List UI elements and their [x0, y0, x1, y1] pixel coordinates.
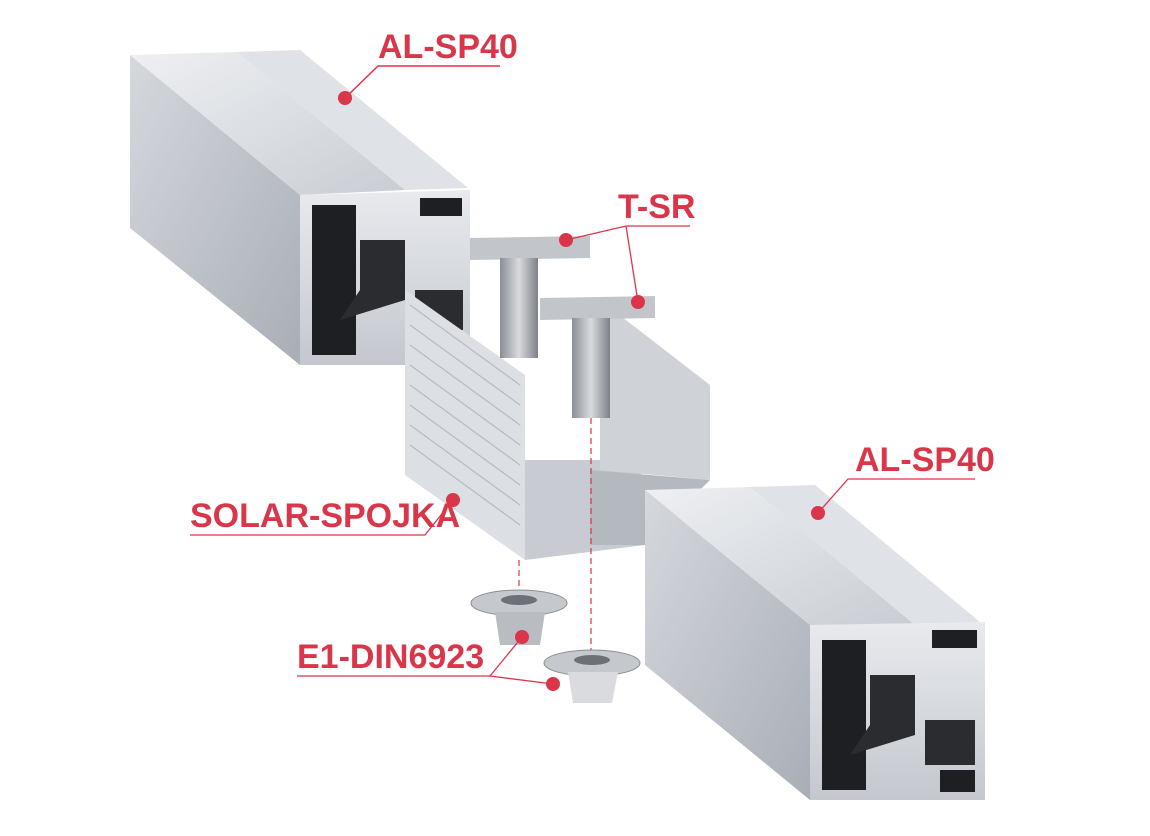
e1-din6923-nut-2	[543, 649, 641, 703]
assembly-axis-lines	[518, 418, 592, 650]
t-sr-bolt-2	[540, 296, 655, 418]
label-solar-spojka: SOLAR-SPOJKA	[190, 497, 460, 535]
rail-al-sp40-bottom	[645, 485, 985, 800]
label-e1-din6923: E1-DIN6923	[297, 638, 484, 676]
leader-lines	[190, 65, 975, 685]
label-al-sp40-bottom: AL-SP40	[855, 441, 995, 479]
label-al-sp40-top: AL-SP40	[378, 28, 518, 66]
e1-din6923-nut-1	[470, 589, 568, 645]
rail-al-sp40-top	[130, 50, 500, 365]
label-t-sr: T-SR	[618, 188, 695, 226]
callout-dots	[338, 91, 825, 691]
